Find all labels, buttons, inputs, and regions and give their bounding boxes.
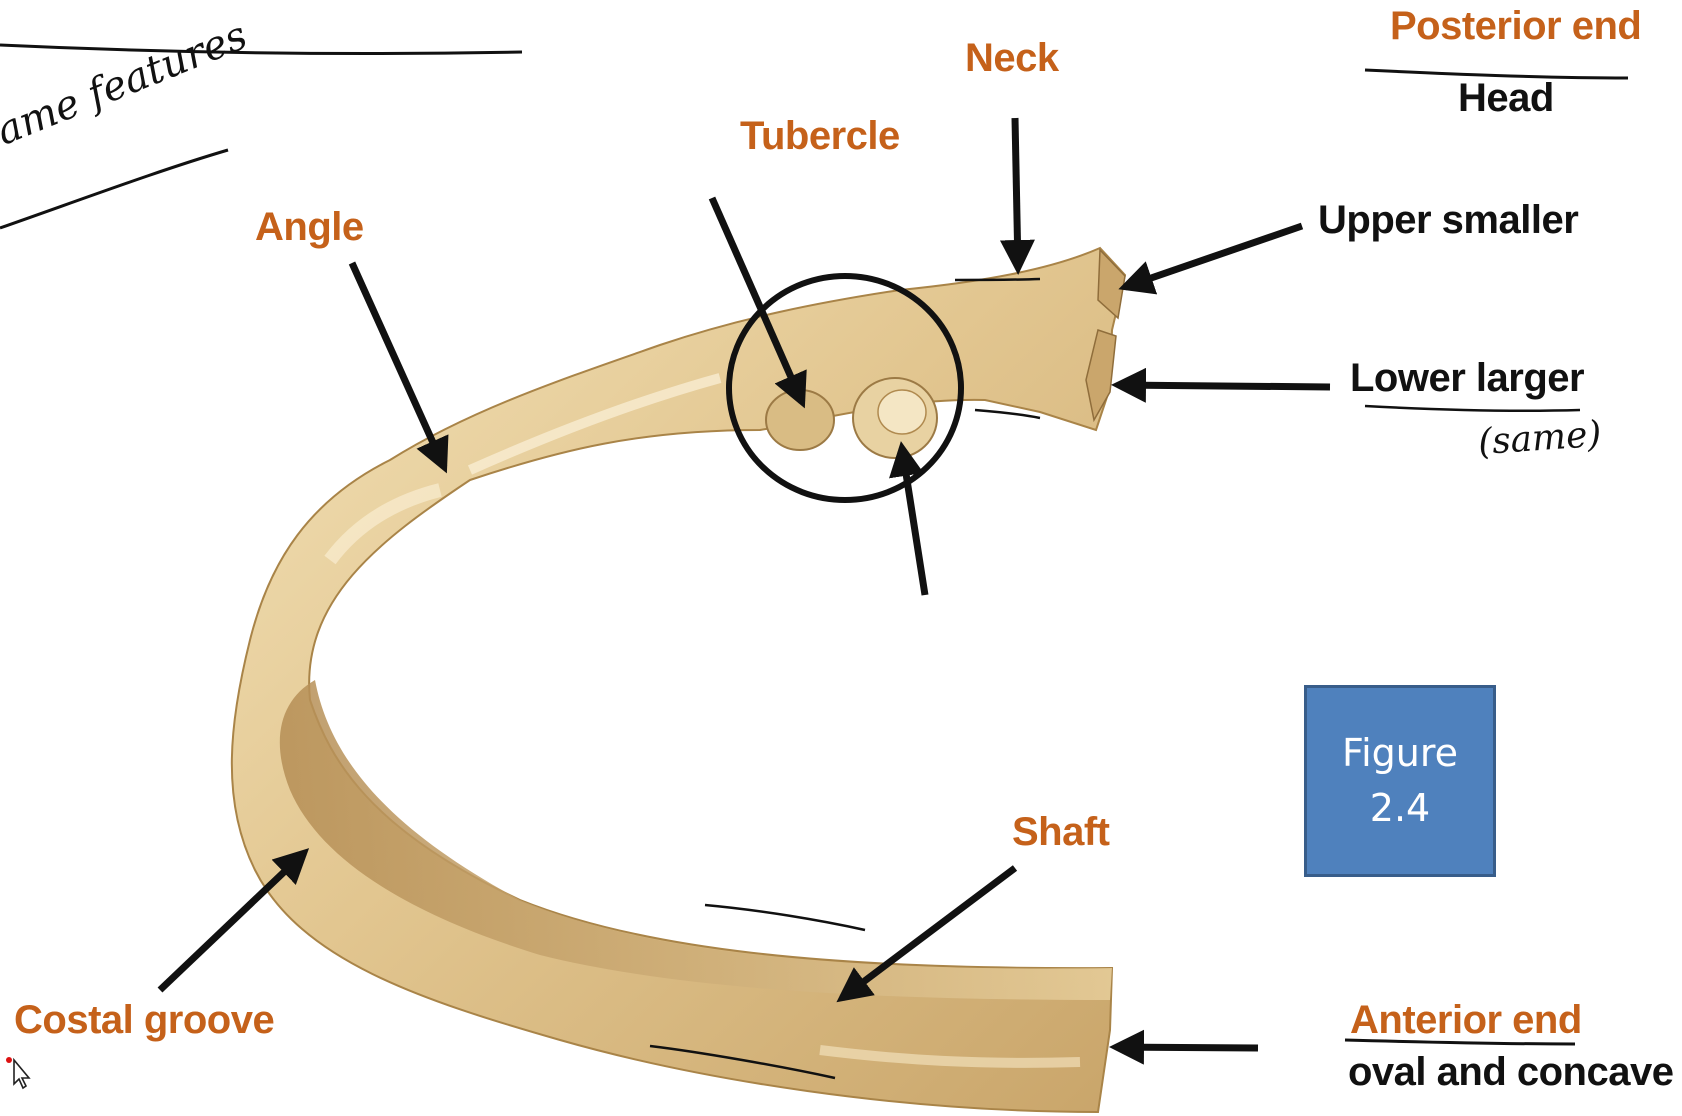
lower-larger-underline [1365, 406, 1580, 411]
tubercle-facet [878, 390, 926, 434]
label-head: Head [1458, 76, 1554, 121]
figure-box-line2: 2.4 [1370, 781, 1430, 836]
handwritten-underline [0, 150, 228, 228]
figure-number-box: Figure 2.4 [1304, 685, 1496, 877]
label-neck: Neck [965, 36, 1059, 81]
costal-groove-arrow [160, 853, 304, 990]
neck-ink-line [955, 279, 1040, 280]
mouse-pointer-icon [6, 1056, 32, 1090]
label-angle: Angle [255, 205, 364, 250]
label-upper-smaller: Upper smaller [1318, 198, 1578, 243]
label-costal-groove: Costal groove [14, 998, 274, 1043]
label-lower-larger: Lower larger [1350, 356, 1584, 401]
shaft-upper-ink-line [705, 905, 865, 930]
label-posterior-end: Posterior end [1390, 4, 1641, 49]
label-anterior-end: Anterior end [1350, 998, 1582, 1043]
neck-lower-ink-line [975, 410, 1040, 418]
upper-smaller-arrow [1125, 226, 1302, 287]
rib-bone [232, 248, 1125, 1112]
anterior-end-arrow [1116, 1047, 1258, 1048]
label-shaft: Shaft [1012, 810, 1110, 855]
lower-larger-arrow [1118, 385, 1330, 387]
neck-arrow [1015, 118, 1018, 268]
handwritten-same-note: (same) [1477, 414, 1603, 464]
label-tubercle: Tubercle [740, 114, 900, 159]
label-oval-and-concave: oval and concave [1348, 1050, 1673, 1095]
angle-arrow [352, 263, 444, 467]
title-underline [0, 45, 522, 54]
figure-box-line1: Figure [1342, 726, 1458, 781]
